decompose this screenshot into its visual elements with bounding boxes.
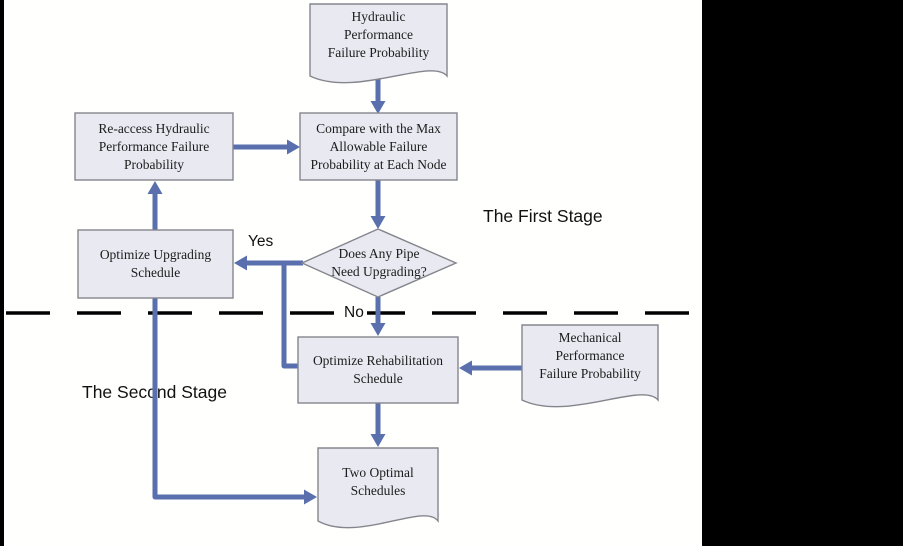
rehab-box-text: Optimize Rehabilitation Schedule — [298, 337, 458, 403]
output-doc-shape — [317, 447, 439, 529]
rehab-line1: Optimize Rehabilitation — [312, 353, 444, 368]
arrowhead-left-into-rehab-icon — [459, 360, 472, 376]
arrowhead-down-into-rehab-icon — [370, 323, 386, 336]
yes-label: Yes — [248, 233, 274, 250]
decision-diamond-text: Does Any Pipe Need Upgrading? — [302, 244, 456, 282]
right-black-region — [702, 0, 903, 546]
connectors — [152, 76, 523, 500]
reaccess-box-shape — [74, 112, 234, 181]
hydraulic-doc-line3: Failure Probability — [327, 45, 430, 60]
output-doc-line2: Schedules — [350, 483, 406, 498]
output-doc-text: Two Optimal Schedules — [318, 460, 438, 504]
upgrade-box-text: Optimize Upgrading Schedule — [78, 230, 233, 298]
arrowhead-left-into-upgrade-icon — [234, 255, 247, 271]
node-shapes — [74, 3, 659, 529]
compare-line3: Probability at Each Node — [310, 156, 447, 172]
mechanical-doc-text: Mechanical Performance Failure Probabili… — [522, 327, 658, 385]
reaccess-line2: Performance Failure — [98, 138, 210, 154]
left-black-edge — [0, 0, 4, 546]
arrowhead-down-into-compare-icon — [370, 101, 386, 114]
upgrade-box-shape — [77, 229, 234, 299]
compare-box-shape — [299, 112, 458, 181]
arrowhead-up-into-reaccess-icon — [147, 181, 163, 194]
first-stage-label: The First Stage — [483, 206, 603, 226]
arrowhead-right-into-output-icon — [304, 489, 317, 505]
connector-branch-to-rehab — [281, 261, 298, 369]
reaccess-line3: Probability — [124, 156, 184, 172]
hydraulic-doc-shape — [309, 3, 448, 84]
rehab-box-shape — [297, 336, 459, 404]
hydraulic-doc-text: Hydraulic Performance Failure Probabilit… — [310, 6, 447, 64]
output-doc-line1: Two Optimal — [342, 465, 414, 480]
connector-upgrade-to-output — [152, 298, 304, 500]
upgrade-line2: Schedule — [130, 265, 181, 280]
compare-line1: Compare with the Max — [316, 120, 441, 136]
hydraulic-doc-line1: Hydraulic — [351, 9, 406, 24]
arrowhead-down-into-output-icon — [370, 434, 386, 447]
upgrade-line1: Optimize Upgrading — [99, 247, 212, 262]
reaccess-line1: Re-access Hydraulic — [98, 120, 210, 136]
decision-diamond-shape — [300, 228, 458, 298]
mechanical-doc-line3: Failure Probability — [539, 366, 641, 381]
mechanical-doc-line1: Mechanical — [558, 330, 622, 345]
rehab-line2: Schedule — [353, 371, 403, 386]
decision-line1: Does Any Pipe — [338, 246, 420, 261]
mechanical-doc-line2: Performance — [555, 348, 625, 363]
decision-line2: Need Upgrading? — [331, 264, 427, 279]
arrowhead-right-into-compare-icon — [287, 139, 300, 155]
mechanical-doc-shape — [521, 324, 659, 408]
no-label: No — [341, 304, 367, 322]
reaccess-box-text: Re-access Hydraulic Performance Failure … — [75, 113, 233, 180]
arrowhead-down-into-decision-icon — [370, 216, 386, 229]
arrowheads — [147, 101, 472, 505]
hydraulic-doc-line2: Performance — [344, 27, 413, 42]
compare-line2: Allowable Failure — [329, 138, 428, 154]
compare-box-text: Compare with the Max Allowable Failure P… — [300, 113, 457, 180]
